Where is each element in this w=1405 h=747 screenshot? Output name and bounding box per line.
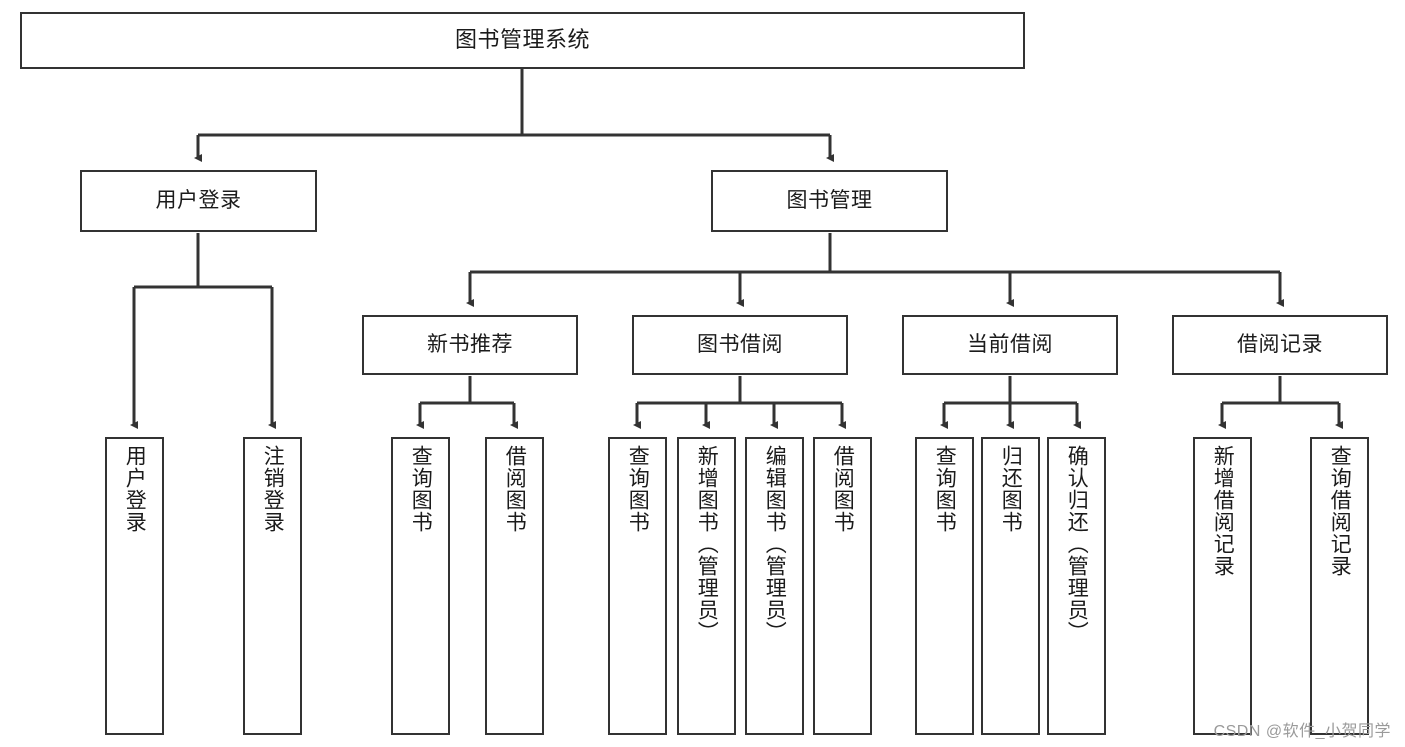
node-label: 编辑图书（管理员） [763,445,787,643]
leaf-book-borrow-borrow-book[interactable]: 借阅图书 [813,437,872,735]
node-label: 查询借阅记录 [1328,445,1352,577]
node-label: 查询图书 [626,445,650,533]
leaf-borrow-record-add-record[interactable]: 新增借阅记录 [1193,437,1252,735]
node-label: 图书管理 [786,189,873,213]
node-label: 注销登录 [261,445,285,533]
leaf-borrow-record-query-record[interactable]: 查询借阅记录 [1310,437,1369,735]
node-label: 借阅图书 [503,445,527,533]
node-label: 当前借阅 [967,333,1053,357]
node-label: 借阅图书 [831,445,855,533]
leaf-book-borrow-query-book[interactable]: 查询图书 [608,437,667,735]
leaf-book-borrow-edit-book-admin[interactable]: 编辑图书（管理员） [745,437,804,735]
leaf-current-borrow-query-book[interactable]: 查询图书 [915,437,974,735]
node-book-management[interactable]: 图书管理 [711,170,948,232]
node-label: 图书管理系统 [454,27,590,53]
leaf-new-book-borrow-book[interactable]: 借阅图书 [485,437,544,735]
node-borrowing-record[interactable]: 借阅记录 [1172,315,1388,375]
node-label: 新增图书（管理员） [695,445,719,643]
node-label: 借阅记录 [1237,333,1323,357]
node-current-borrowing[interactable]: 当前借阅 [902,315,1118,375]
node-book-borrowing[interactable]: 图书借阅 [632,315,848,375]
leaf-current-borrow-confirm-return-admin[interactable]: 确认归还（管理员） [1047,437,1106,735]
node-label: 用户登录 [123,445,147,533]
node-root-book-management-system[interactable]: 图书管理系统 [20,12,1025,69]
node-label: 新增借阅记录 [1211,445,1235,577]
node-label: 用户登录 [155,189,242,213]
leaf-user-login-logout[interactable]: 注销登录 [243,437,302,735]
node-label: 新书推荐 [427,333,513,357]
node-label: 查询图书 [409,445,433,533]
node-new-book-recommendation[interactable]: 新书推荐 [362,315,578,375]
leaf-new-book-query-book[interactable]: 查询图书 [391,437,450,735]
node-label: 确认归还（管理员） [1065,445,1089,643]
node-user-login[interactable]: 用户登录 [80,170,317,232]
leaf-current-borrow-return-book[interactable]: 归还图书 [981,437,1040,735]
node-label: 查询图书 [933,445,957,533]
node-label: 图书借阅 [697,333,783,357]
leaf-user-login-login[interactable]: 用户登录 [105,437,164,735]
leaf-book-borrow-add-book-admin[interactable]: 新增图书（管理员） [677,437,736,735]
node-label: 归还图书 [999,445,1023,533]
